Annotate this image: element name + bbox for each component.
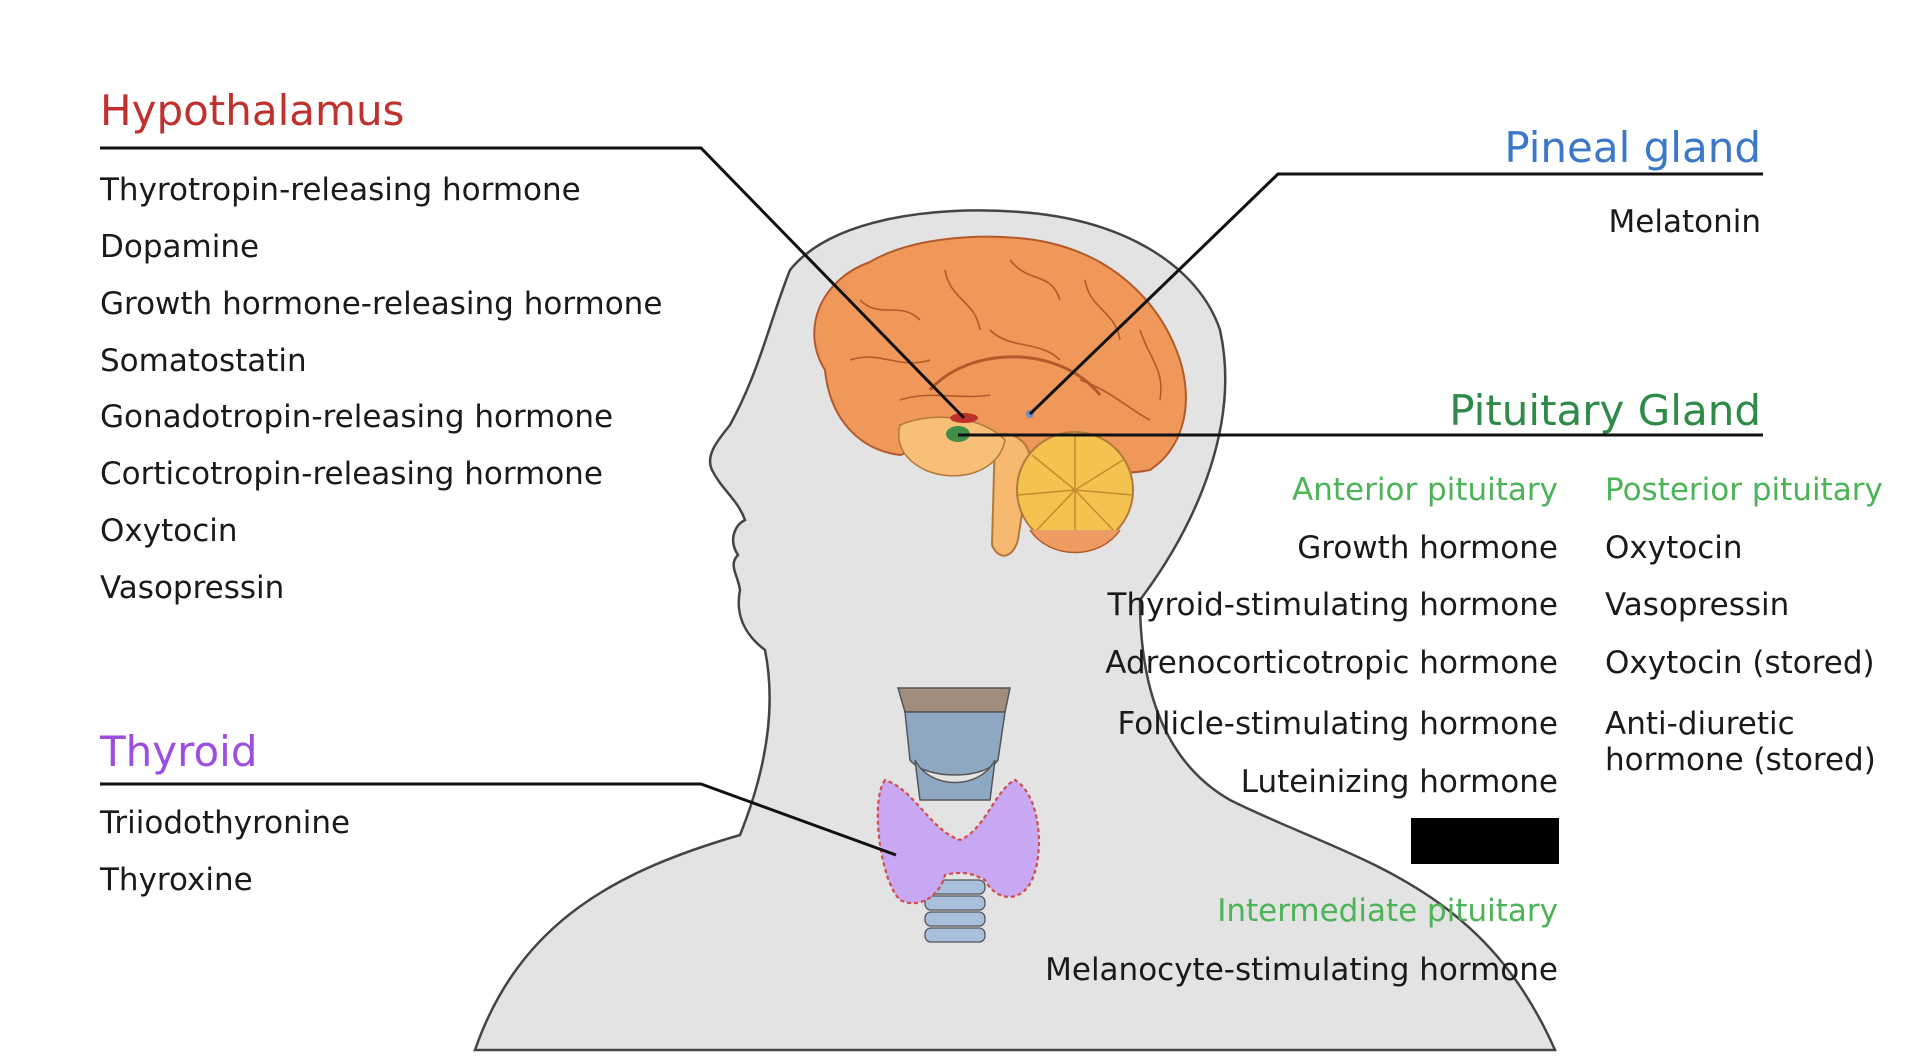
anterior-pituitary-item: Thyroid-stimulating hormone <box>1107 587 1558 623</box>
hypothalamus-item: Dopamine <box>100 229 260 265</box>
pituitary-title: Pituitary Gland <box>1449 386 1761 435</box>
anterior-pituitary-item: Adrenocorticotropic hormone <box>1105 645 1558 681</box>
hypothalamus-leader <box>100 146 966 420</box>
redaction-box <box>1411 818 1559 864</box>
posterior-pituitary-label: Posterior pituitary <box>1605 472 1883 508</box>
anterior-pituitary-item: Growth hormone <box>1297 530 1558 566</box>
thyroid-leader <box>100 782 897 857</box>
brain-folds <box>849 259 1162 421</box>
hypothalamus-item: Vasopressin <box>100 570 285 606</box>
pineal-title: Pineal gland <box>1504 123 1761 172</box>
pineal-item: Melatonin <box>1608 204 1761 240</box>
cerebellum <box>1016 431 1134 554</box>
thyroid-gland <box>876 778 1041 905</box>
head-silhouette <box>473 209 1557 1052</box>
leader-lines <box>100 146 1763 857</box>
hypothalamus-item: Oxytocin <box>100 513 238 549</box>
thyroid-title: Thyroid <box>100 727 258 776</box>
anterior-pituitary-item: Luteinizing hormone <box>1240 764 1558 800</box>
posterior-pituitary-item: Oxytocin (stored) <box>1605 645 1875 681</box>
intermediate-pituitary-label: Intermediate pituitary <box>1217 893 1558 929</box>
larynx-trachea <box>897 687 1011 943</box>
hypothalamus-item: Thyrotropin-releasing hormone <box>100 172 581 208</box>
posterior-pituitary-item: Oxytocin <box>1605 530 1743 566</box>
hypothalamus-item: Corticotropin-releasing hormone <box>100 456 603 492</box>
posterior-pituitary-item: Anti-diuretic hormone (stored) <box>1605 706 1876 778</box>
hypothalamus-item: Gonadotropin-releasing hormone <box>100 399 614 435</box>
anterior-pituitary-label: Anterior pituitary <box>1292 472 1558 508</box>
posterior-pituitary-item: Vasopressin <box>1605 587 1790 623</box>
pineal-leader <box>1028 172 1763 416</box>
hypothalamus-item: Growth hormone-releasing hormone <box>100 286 663 322</box>
hypothalamus-item: Somatostatin <box>100 343 307 379</box>
intermediate-pituitary-item: Melanocyte-stimulating hormone <box>1045 952 1558 988</box>
thyroid-item: Thyroxine <box>100 862 253 898</box>
thyroid-item: Triiodothyronine <box>100 805 351 841</box>
anterior-pituitary-item: Follicle-stimulating hormone <box>1117 706 1558 742</box>
hypothalamus-title: Hypothalamus <box>100 86 405 135</box>
